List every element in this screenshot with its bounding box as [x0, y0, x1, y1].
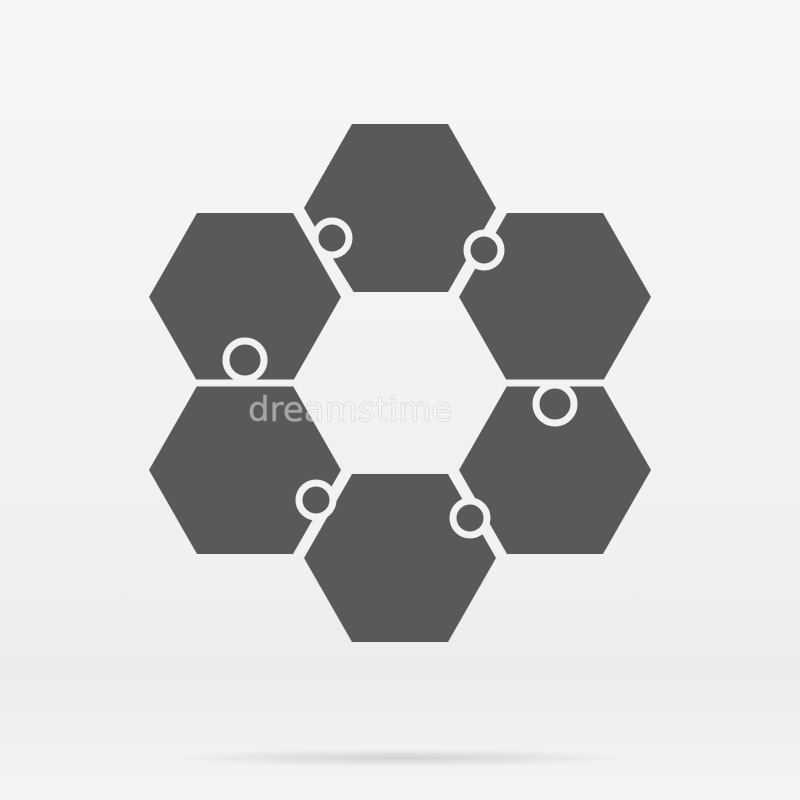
puzzle-knob [222, 337, 268, 383]
puzzle-knob [532, 381, 578, 427]
seam-upper-right-lower-right [504, 379, 650, 427]
puzzle-pieces [149, 124, 651, 642]
seam-top-upper-right [448, 210, 505, 298]
puzzle-piece-lower-left [149, 386, 341, 554]
puzzle-piece-upper-right [459, 213, 651, 381]
puzzle-piece-top [304, 124, 496, 292]
puzzle-knob [311, 217, 353, 259]
puzzle-piece-upper-left [149, 213, 341, 381]
puzzle-piece-bottom [304, 474, 496, 642]
puzzle-gaps [150, 210, 650, 557]
seam-upper-left-top [297, 210, 355, 298]
floor-shadow [170, 749, 630, 767]
puzzle-piece-lower-right [459, 386, 651, 554]
puzzle-knob [449, 497, 491, 539]
seam-lower-left-bottom [295, 472, 352, 557]
seam-bottom-lower-right [448, 472, 504, 557]
puzzle-knob [295, 479, 337, 521]
seam-upper-left-lower-left [150, 337, 296, 387]
puzzle-knob [463, 229, 505, 271]
